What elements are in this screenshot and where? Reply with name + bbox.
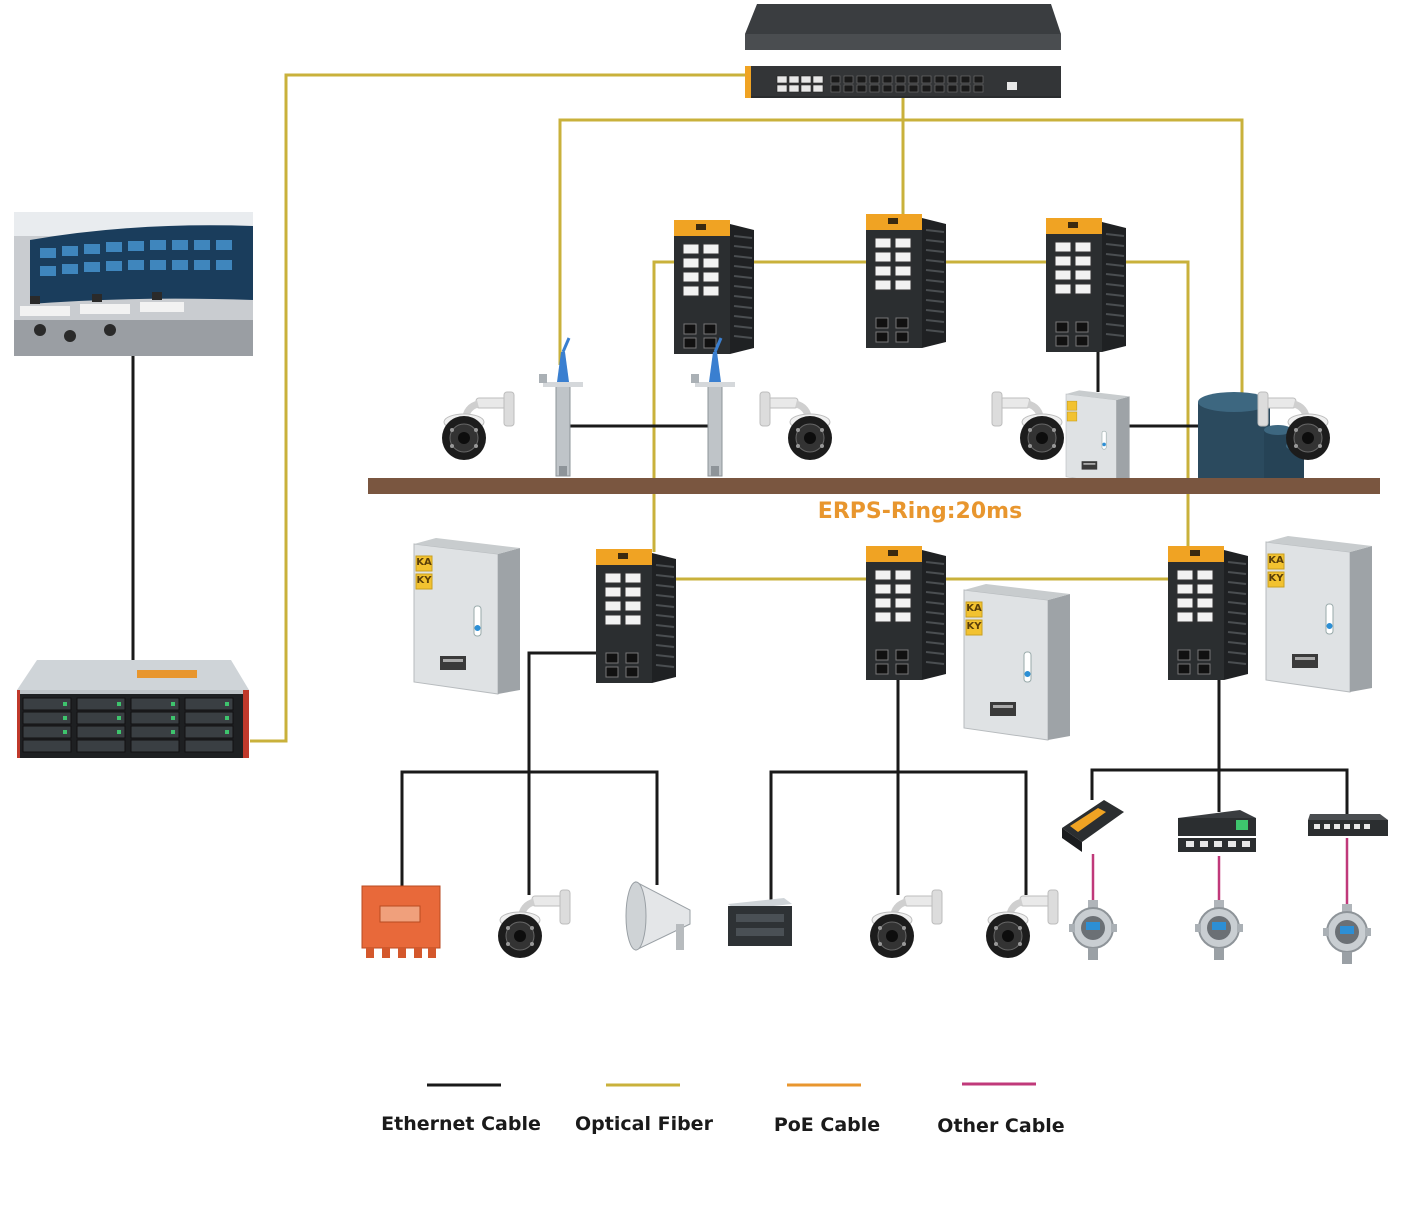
ptz-camera-icon (986, 890, 1058, 958)
industrial-switch-bottom-right (1167, 545, 1249, 681)
legend-label-poe: PoE Cable (774, 1114, 880, 1136)
ethernet-lines (131, 352, 1349, 900)
industrial-switch-top-center (865, 213, 947, 349)
ptz-camera-icon (442, 392, 514, 460)
core-rack-switch (745, 4, 1061, 98)
control-cabinet-icon (1065, 390, 1130, 485)
legend: Ethernet Cable Optical Fiber PoE Cable O… (381, 1082, 1065, 1137)
serial-server-icon (1178, 810, 1256, 852)
industrial-switch-top-left (673, 219, 755, 355)
industrial-switch-bottom-left (595, 548, 677, 684)
optical-fiber-lines (250, 73, 1244, 743)
ptz-camera-icon (992, 392, 1064, 460)
industrial-switch-bottom-center (865, 545, 947, 681)
legend-label-fiber: Optical Fiber (575, 1113, 714, 1135)
ptz-camera-icon (870, 890, 942, 958)
industrial-switch-top-right (1045, 217, 1127, 353)
ethernet-switch-icon (1308, 814, 1388, 836)
junction-box-icon (361, 885, 441, 958)
gas-detector-icon (1068, 899, 1118, 961)
storage-server-icon (17, 660, 249, 758)
control-room-icon (14, 212, 253, 356)
level-sensor-icon (689, 336, 737, 478)
gas-detector-icon (1322, 903, 1372, 965)
level-sensor-icon (537, 336, 585, 478)
serial-server-icon (1062, 800, 1124, 852)
ground-divider (368, 478, 1380, 494)
cabinet-mark-ka: KA (1268, 555, 1284, 566)
cabinet-mark-ky: KY (417, 575, 433, 586)
horn-speaker-icon (625, 881, 691, 951)
other-cable-lines (1091, 838, 1349, 905)
cabinet-mark-ky: KY (967, 621, 983, 632)
ring-label: ERPS-Ring:20ms (818, 499, 1022, 524)
gas-detector-icon (1194, 899, 1244, 961)
cabinet-mark-ky: KY (1269, 573, 1285, 584)
legend-label-ethernet: Ethernet Cable (381, 1113, 541, 1135)
legend-label-other: Other Cable (937, 1115, 1064, 1137)
plc-icon (728, 898, 792, 946)
ptz-camera-icon (498, 890, 570, 958)
cabinet-mark-ka: KA (416, 557, 432, 568)
ptz-camera-icon (760, 392, 832, 460)
cabinet-mark-ka: KA (966, 603, 982, 614)
